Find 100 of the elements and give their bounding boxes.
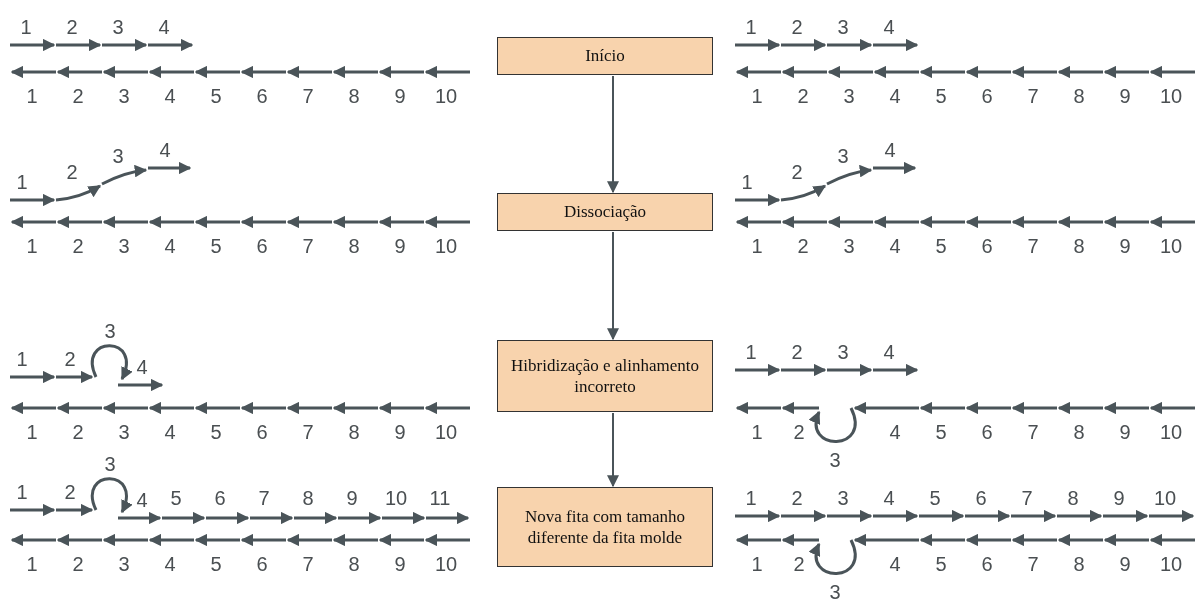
segment-number: 8 [1073, 86, 1085, 106]
segment-number: 9 [394, 554, 406, 574]
segment-number: 2 [791, 488, 803, 508]
segment-number: 6 [256, 422, 268, 442]
segment-number: 2 [791, 162, 803, 182]
process-box: Nova fita com tamanho diferente da fita molde [497, 487, 713, 567]
segment-number: 3 [118, 422, 130, 442]
segment-number: 8 [348, 86, 360, 106]
segment-number: 5 [935, 86, 947, 106]
segment-number: 2 [791, 17, 803, 37]
segment-number: 4 [889, 554, 901, 574]
segment-number: 5 [210, 236, 222, 256]
arrow [607, 231, 619, 341]
segment-number: 2 [72, 554, 84, 574]
segment-number: 8 [1073, 422, 1085, 442]
segment-number: 1 [751, 422, 763, 442]
segment-number: 1 [741, 172, 753, 192]
segment-number: 8 [1073, 236, 1085, 256]
segment-number: 3 [118, 86, 130, 106]
segment-number: 2 [64, 482, 76, 502]
segment-number: 3 [112, 17, 124, 37]
segment-number: 3 [112, 146, 124, 166]
segment-number: 10 [434, 554, 458, 574]
segment-number: 1 [751, 86, 763, 106]
segment-number: 8 [348, 422, 360, 442]
segment-number: 6 [256, 86, 268, 106]
segment-number: 4 [164, 554, 176, 574]
segment-number: 9 [394, 86, 406, 106]
segment-number: 3 [104, 454, 116, 474]
segment-number: 9 [394, 422, 406, 442]
arrow [607, 412, 619, 488]
segment-number: 8 [1067, 488, 1079, 508]
segment-number: 4 [136, 357, 148, 377]
segment-number: 5 [210, 86, 222, 106]
segment-number: 1 [26, 422, 38, 442]
segment-number: 8 [348, 236, 360, 256]
segment-number: 6 [981, 236, 993, 256]
segment-number: 9 [346, 488, 358, 508]
segment-number: 7 [1027, 554, 1039, 574]
segment-number: 2 [791, 342, 803, 362]
segment-number: 4 [883, 342, 895, 362]
segment-number: 3 [837, 17, 849, 37]
segment-number: 2 [797, 86, 809, 106]
segment-number: 8 [1073, 554, 1085, 574]
segment-number: 3 [829, 450, 841, 470]
segment-number: 4 [164, 422, 176, 442]
segment-number: 9 [1113, 488, 1125, 508]
segment-number: 1 [26, 236, 38, 256]
segment-number: 2 [72, 236, 84, 256]
segment-number: 10 [1153, 488, 1177, 508]
process-box: Hibridização e alinhamento incorreto [497, 340, 713, 412]
segment-number: 6 [214, 488, 226, 508]
segment-number: 4 [159, 140, 171, 160]
segment-number: 4 [889, 86, 901, 106]
segment-number: 6 [981, 86, 993, 106]
segment-number: 4 [889, 422, 901, 442]
segment-number: 5 [935, 422, 947, 442]
segment-number: 4 [884, 140, 896, 160]
segment-number: 1 [26, 554, 38, 574]
segment-number: 4 [889, 236, 901, 256]
segment-number: 1 [745, 488, 757, 508]
segment-number: 7 [1027, 236, 1039, 256]
segment-number: 7 [1021, 488, 1033, 508]
segment-number: 2 [797, 236, 809, 256]
segment-number: 7 [302, 422, 314, 442]
segment-number: 10 [434, 422, 458, 442]
segment-number: 3 [837, 488, 849, 508]
segment-number: 3 [118, 554, 130, 574]
segment-number: 4 [136, 490, 148, 510]
segment-number: 5 [210, 422, 222, 442]
segment-number: 2 [72, 86, 84, 106]
segment-number: 5 [210, 554, 222, 574]
segment-number: 1 [16, 349, 28, 369]
segment-number: 10 [434, 236, 458, 256]
segment-number: 4 [164, 236, 176, 256]
segment-number: 2 [66, 162, 78, 182]
segment-number: 5 [170, 488, 182, 508]
segment-number: 6 [981, 554, 993, 574]
segment-number: 5 [935, 236, 947, 256]
segment-number: 4 [883, 17, 895, 37]
segment-number: 10 [1159, 422, 1183, 442]
process-box: Início [497, 37, 713, 75]
segment-number: 6 [975, 488, 987, 508]
segment-number: 4 [158, 17, 170, 37]
segment-number: 1 [745, 342, 757, 362]
process-box: Dissociação [497, 193, 713, 231]
segment-number: 2 [793, 554, 805, 574]
segment-number: 7 [302, 554, 314, 574]
segment-number: 4 [164, 86, 176, 106]
segment-number: 10 [1159, 236, 1183, 256]
segment-number: 5 [935, 554, 947, 574]
segment-number: 9 [1119, 236, 1131, 256]
segment-number: 1 [751, 236, 763, 256]
segment-number: 1 [745, 17, 757, 37]
segment-number: 1 [751, 554, 763, 574]
segment-number: 11 [429, 488, 451, 508]
segment-number: 2 [64, 349, 76, 369]
segment-number: 2 [793, 422, 805, 442]
segment-number: 6 [981, 422, 993, 442]
segment-number: 9 [394, 236, 406, 256]
